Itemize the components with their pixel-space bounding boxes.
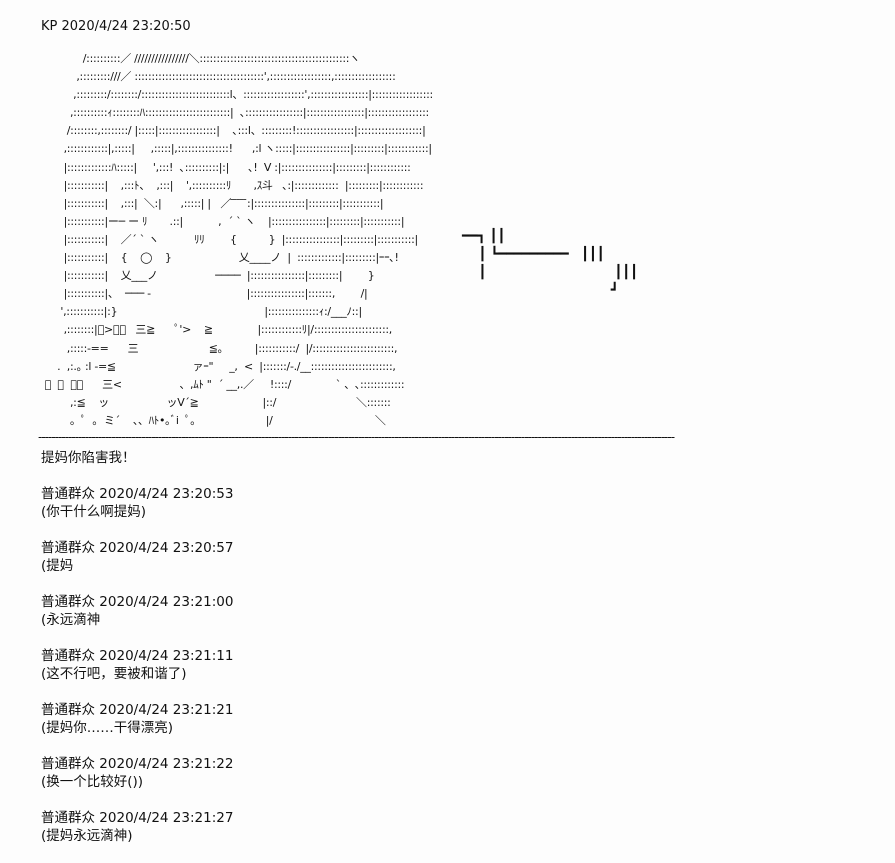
ascii-art-line: ｡ ﾟ ｡ ミ´ 、、ﾊﾄ•｡ﾞi ﾟ｡ |/ ＼	[38, 412, 433, 430]
ascii-art-line: |:::::::::::| 乂___ノ ──── |::::::::::::::…	[38, 267, 433, 285]
ascii-art-line: ┃ ┗━━━━━━━━━ ┃┃┃	[462, 246, 638, 264]
ascii-art: /::::::::::／ ////////////////＼::::::::::…	[38, 50, 433, 430]
chat-message: 普通群众 2020/4/24 23:21:21(提妈你……干得漂亮)	[41, 701, 233, 737]
timestamp: 2020/4/24 23:20:53	[99, 486, 233, 502]
ascii-art-line: |:::::::::::|、 ─── ‐ |::::::::::::::::|:…	[38, 285, 433, 303]
message-text: (提妈	[41, 557, 233, 575]
speaker: 普通群众	[41, 756, 95, 772]
timestamp: 2020/4/24 23:20:50	[62, 19, 191, 34]
ascii-art-line: ━━┓ ┃┃	[462, 228, 638, 246]
timestamp: 2020/4/24 23:21:00	[99, 594, 233, 610]
ascii-art-line: |:::::::::::| { ◯ } 乂____ノ | :::::::::::…	[38, 249, 433, 267]
kp-message: 提妈你陷害我！	[41, 449, 233, 467]
message-text: (提妈你……干得漂亮)	[41, 719, 233, 737]
kp-header: KP 2020/4/24 23:20:50	[41, 18, 191, 36]
ascii-art-line: ,::::::::|ﾟ>｡ﾟ 三≧ ﾟ'> ≧ |::::::::::::ﾘ|/…	[38, 321, 433, 339]
speaker: 普通群众	[41, 810, 95, 826]
ascii-art-line: /::::::::,::::::::/ |:::::|:::::::::::::…	[38, 122, 433, 140]
timestamp: 2020/4/24 23:20:57	[99, 540, 233, 556]
ascii-art-line: ﾟ ･ ﾟ｡ 三< 、,ﾑﾄ " ´ __,.／ !::::/ ` 、､::::…	[38, 376, 433, 394]
speaker: 普通群众	[41, 540, 95, 556]
ascii-art-line: . ,:.｡ :l ‐=≦ ァｰ" _, < |:::::::/‐./__:::…	[38, 358, 433, 376]
ascii-art-line: /::::::::::／ ////////////////＼::::::::::…	[38, 50, 433, 68]
chat-message: 普通群众 2020/4/24 23:21:11(这不行吧，要被和谐了)	[41, 647, 233, 683]
ascii-art-line: |:::::::::::| ,:::ﾄ、 ,:::| ',::::::::::ﾘ…	[38, 177, 433, 195]
ascii-art-line: |:::::::::::| ,:::| ＼:| ,:::::| | ／ ̄ ̄ …	[38, 195, 433, 213]
speaker: KP	[41, 19, 57, 34]
chat-message: 普通群众 2020/4/24 23:21:00(永远滴神	[41, 593, 233, 629]
ascii-art-line: |:::::::::::::ﾊ:::::| ',:::! ､::::::::::…	[38, 159, 433, 177]
chat-log: 提妈你陷害我！ 普通群众 2020/4/24 23:20:53(你干什么啊提妈)…	[41, 449, 233, 863]
speaker: 普通群众	[41, 648, 95, 664]
chat-message: 普通群众 2020/4/24 23:21:22(换一个比较好())	[41, 755, 233, 791]
watermark-logo: ​	[871, 800, 884, 827]
separator: ----------------------------------------…	[38, 430, 895, 444]
message-text: (永远滴神	[41, 611, 233, 629]
speaker: 普通群众	[41, 594, 95, 610]
speaker: 普通群众	[41, 486, 95, 502]
message-text: (换一个比较好())	[41, 773, 233, 791]
ascii-art-line: |:::::::::::| ／´ ` ヽ ﾘﾘ { } |:::::::::::…	[38, 231, 433, 249]
message-text: (提妈永远滴神)	[41, 827, 233, 845]
chat-message: 普通群众 2020/4/24 23:20:53(你干什么啊提妈)	[41, 485, 233, 521]
ascii-art-line: ┛	[462, 282, 638, 300]
ascii-art-line: ,:::::‐== 三 ≦｡ |:::::::::::/ |/:::::::::…	[38, 340, 433, 358]
ascii-art-line: |:::::::::::|ー─ ー ﾘ .::| , ´ ` ヽ |::::::…	[38, 213, 433, 231]
speaker: 普通群众	[41, 702, 95, 718]
ascii-art-sound-effect: ━━┓ ┃┃ ┃ ┗━━━━━━━━━ ┃┃┃ ┃ ┃┃┃ ┛	[462, 228, 638, 300]
timestamp: 2020/4/24 23:21:22	[99, 756, 233, 772]
message-text: (这不行吧，要被和谐了)	[41, 665, 233, 683]
chat-message: 普通群众 2020/4/24 23:20:57(提妈	[41, 539, 233, 575]
ascii-art-line: ,::::::::::::|,:::::| ,:::::|,::::::::::…	[38, 140, 433, 158]
timestamp: 2020/4/24 23:21:21	[99, 702, 233, 718]
ascii-art-line: ,:::::::::///／ :::::::::::::::::::::::::…	[38, 68, 433, 86]
timestamp: 2020/4/24 23:21:11	[99, 648, 233, 664]
timestamp: 2020/4/24 23:21:27	[99, 810, 233, 826]
ascii-art-line: ,:::::::::/::::::::/::::::::::::::::::::…	[38, 86, 433, 104]
ascii-art-line: ,::::::::::ｨ::::::::ﾊ:::::::::::::::::::…	[38, 104, 433, 122]
chat-message: 普通群众 2020/4/24 23:21:27(提妈永远滴神)	[41, 809, 233, 845]
ascii-art-line: ',:::::::::::|:} |:::::::::::::::ｨ:/___ﾉ…	[38, 303, 433, 321]
ascii-art-line: ┃ ┃┃┃	[462, 264, 638, 282]
ascii-art-line: ,:≦ ッ ッV´≧ |::/ ＼:::::::	[38, 394, 433, 412]
message-text: (你干什么啊提妈)	[41, 503, 233, 521]
